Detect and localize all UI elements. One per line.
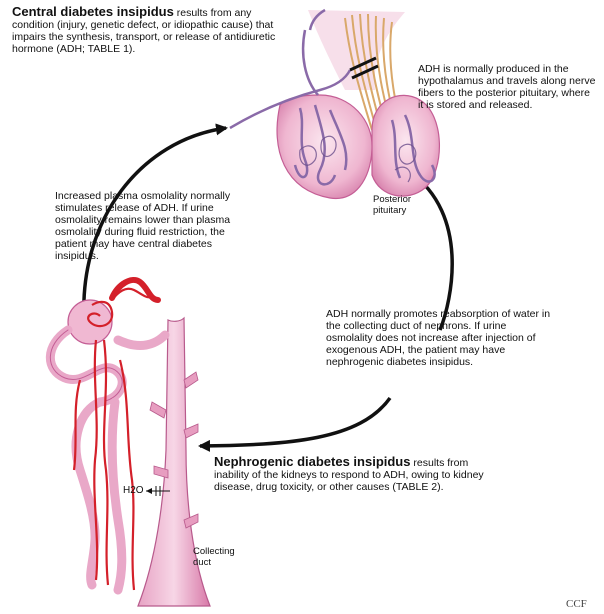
central-di-body: results from any condition (injury, gene…	[12, 7, 276, 55]
nephrogenic-di-text: Nephrogenic diabetes insipidus results f…	[214, 454, 500, 493]
central-di-text: Central diabetes insipidus results from …	[12, 4, 294, 55]
pituitary-illustration	[229, 8, 441, 200]
posterior-pituitary-label: Posterior pituitary	[373, 194, 412, 216]
nephrogenic-di-body: results from inability of the kidneys to…	[214, 457, 484, 493]
plasma-osmolality-text: Increased plasma osmolality normally sti…	[55, 190, 231, 262]
nephrogenic-di-heading: Nephrogenic diabetes insipidus	[214, 454, 411, 469]
arrow-to-nephron	[198, 396, 392, 452]
arrow-to-pituitary	[82, 123, 228, 319]
credit-label: CCF	[566, 598, 587, 610]
water-label: H2O	[123, 485, 144, 496]
cycle-arrow	[82, 123, 454, 452]
adh-promotes-text: ADH normally promotes reabsorption of wa…	[326, 308, 551, 368]
adh-produced-text: ADH is normally produced in the hypothal…	[418, 63, 596, 111]
central-di-heading: Central diabetes insipidus	[12, 4, 174, 19]
arrow-right-side	[408, 170, 454, 331]
nephron-illustration	[45, 277, 211, 607]
collecting-duct-label: Collecting duct	[193, 546, 235, 568]
